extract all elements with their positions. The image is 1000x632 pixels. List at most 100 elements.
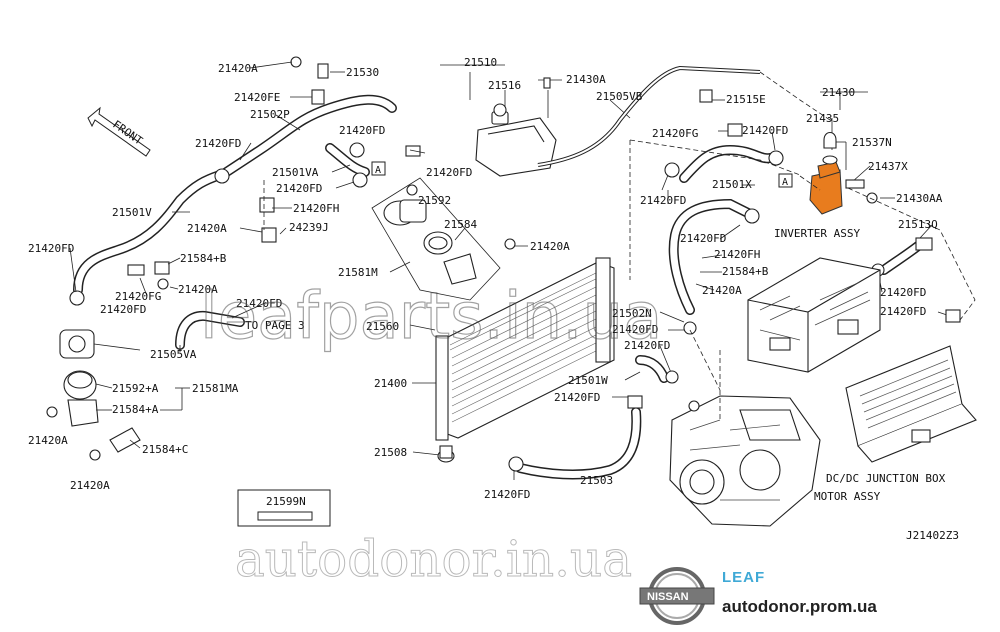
label-21501x: 21501X: [712, 178, 752, 191]
label-21516: 21516: [488, 79, 521, 92]
hose-21505vb: [537, 65, 761, 167]
label-21420a: 21420A: [702, 284, 742, 297]
label-21502n: 21502N: [612, 307, 652, 320]
label-21420a: 21420A: [28, 434, 68, 447]
label-21420a: 21420A: [70, 479, 110, 492]
label-21420fd: 21420FD: [880, 286, 926, 299]
label-motor-assy: MOTOR ASSY: [814, 490, 881, 503]
ref-a-right: A: [782, 177, 788, 188]
dashed-reference-lines: [263, 71, 976, 420]
label-21537n: 21537N: [852, 136, 892, 149]
watermark-bottom: autodonor.in.ua: [235, 530, 632, 588]
label-21420fd: 21420FD: [554, 391, 600, 404]
label-21530: 21530: [346, 66, 379, 79]
label-21420a: 21420A: [187, 222, 227, 235]
dcdc-junction-box: [845, 345, 977, 463]
label-21510: 21510: [464, 56, 497, 69]
label-21581ma: 21581MA: [192, 382, 239, 395]
label-21592: 21592: [418, 194, 451, 207]
label-21420a: 21420A: [530, 240, 570, 253]
label-21430aa: 21430AA: [896, 192, 943, 205]
hose-21503: [508, 395, 643, 480]
hose-21501va: [325, 143, 370, 177]
label-21505vb: 21505VB: [596, 90, 643, 103]
label-21420fg: 21420FG: [652, 127, 698, 140]
label-21420a: 21420A: [218, 62, 258, 75]
label-21420a: 21420A: [178, 283, 218, 296]
label-21508: 21508: [374, 446, 407, 459]
label-21515e: 21515E: [726, 93, 766, 106]
label-dcdc-junction-box: DC/DC JUNCTION BOX: [826, 472, 946, 485]
label-21420fd: 21420FD: [880, 305, 926, 318]
leaf-model-text: LEAF: [722, 569, 765, 586]
label-21581m: 21581M: [338, 266, 378, 279]
hose-21501w: [635, 355, 679, 384]
label-21437x: 21437X: [868, 160, 908, 173]
label-21420fh: 21420FH: [293, 202, 339, 215]
front-arrow: FRONT: [87, 106, 151, 157]
label-21584: 21584: [444, 218, 477, 231]
ref-a-left: A: [375, 165, 381, 176]
label-21420fd: 21420FD: [612, 323, 658, 336]
label-21420fd: 21420FD: [484, 488, 530, 501]
diagram-code: J21402Z3: [906, 529, 959, 542]
radiator-21400: [435, 257, 615, 463]
site-url[interactable]: autodonor.prom.ua: [722, 597, 877, 616]
label-21584b: 21584+B: [180, 252, 227, 265]
label-21502p: 21502P: [250, 108, 290, 121]
label-21420fe: 21420FE: [234, 91, 280, 104]
callout-labels: 21420A 21530 21420FE 21502P 21420FD 2142…: [28, 56, 959, 542]
clamps-left: [69, 56, 421, 306]
label-21584a: 21584+A: [112, 403, 159, 416]
label-21592a: 21592+A: [112, 382, 159, 395]
label-21420fd: 21420FD: [100, 303, 146, 316]
label-to-page-3: TO PAGE 3: [245, 319, 305, 332]
label-21501v: 21501V: [112, 206, 152, 219]
inverter-assy: [747, 257, 881, 373]
label-21420fd: 21420FD: [680, 232, 726, 245]
label-21420fd: 21420FD: [624, 339, 670, 352]
reservoir-21430-highlighted: [809, 131, 878, 215]
label-21503: 21503: [580, 474, 613, 487]
label-21501va: 21501VA: [272, 166, 319, 179]
label-21420fd: 21420FD: [195, 137, 241, 150]
label-21420fd: 21420FD: [236, 297, 282, 310]
label-21420fd: 21420FD: [640, 194, 686, 207]
label-21584b: 21584+B: [722, 265, 769, 278]
label-24239j: 24239J: [289, 221, 329, 234]
label-21420fh: 21420FH: [714, 248, 760, 261]
nissan-logo-text: NISSAN: [647, 591, 689, 603]
hose-21501v: [73, 170, 225, 295]
pump-assembly-21581m: [371, 177, 516, 301]
label-21430: 21430: [822, 86, 855, 99]
hose-21502p: [217, 94, 397, 180]
label-21430a: 21430A: [566, 73, 606, 86]
label-21420fd: 21420FD: [339, 124, 385, 137]
label-21505va: 21505VA: [150, 348, 197, 361]
nissan-logo: NISSAN: [639, 567, 715, 625]
label-21560: 21560: [366, 320, 399, 333]
watermark-top: leafparts.in.ua: [200, 280, 662, 354]
reference-box-a: A A: [371, 161, 793, 188]
pump-21581ma: [46, 329, 141, 461]
hose-21505va: [175, 310, 245, 350]
hose-21501x: [664, 123, 784, 183]
motor-assy: [669, 395, 821, 527]
label-box-21599n: [237, 489, 331, 527]
label-21420fd: 21420FD: [28, 242, 74, 255]
label-21513q: 21513Q: [898, 218, 938, 231]
label-21501w: 21501W: [568, 374, 608, 387]
label-21420fd: 21420FD: [426, 166, 472, 179]
label-21599n: 21599N: [266, 495, 306, 508]
label-21420fg: 21420FG: [115, 290, 161, 303]
hose-21502n: [668, 198, 760, 335]
label-21420fd: 21420FD: [276, 182, 322, 195]
label-21420fd: 21420FD: [742, 124, 788, 137]
reservoir-tank-21510: [475, 77, 557, 177]
label-21435: 21435: [806, 112, 839, 125]
label-21400: 21400: [374, 377, 407, 390]
label-inverter-assy: INVERTER ASSY: [774, 227, 860, 240]
label-21584c: 21584+C: [142, 443, 188, 456]
